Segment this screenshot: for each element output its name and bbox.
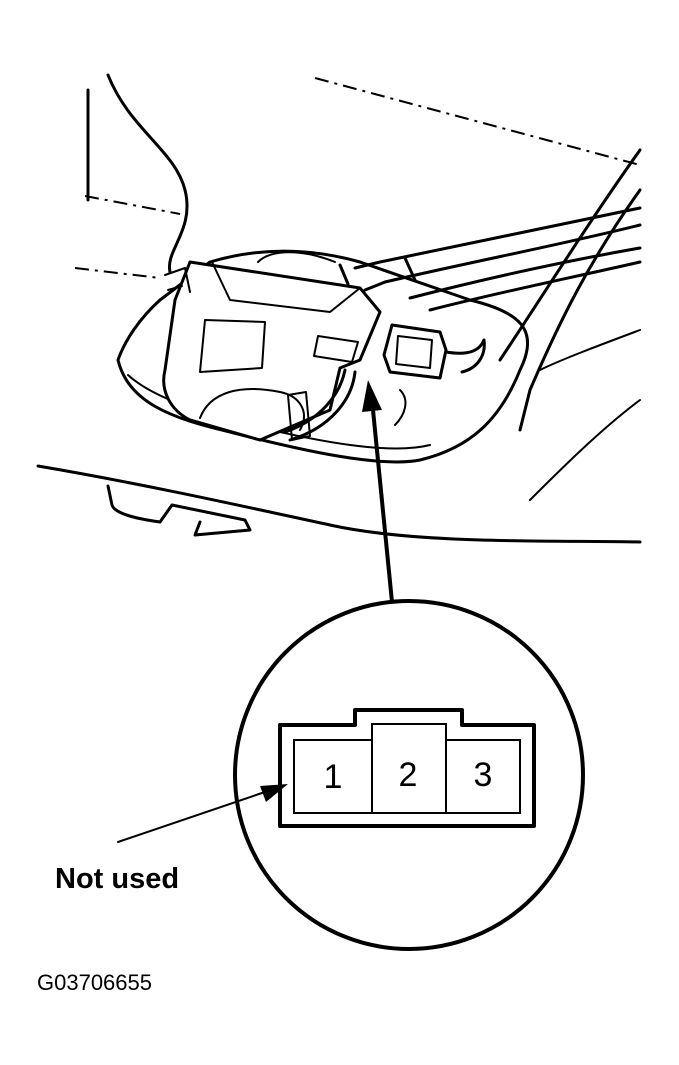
panel-contour: [106, 73, 189, 274]
dashed-line: [84, 195, 181, 215]
figure-code: G03706655: [37, 970, 152, 995]
dashed-line: [314, 77, 641, 166]
callout-arrow-head: [260, 784, 288, 802]
unit-tab: [313, 335, 359, 363]
pin-label-3: 3: [474, 756, 493, 794]
plug-wire: [444, 338, 486, 374]
pin-cell-3: [445, 739, 521, 814]
pin-label-1: 1: [324, 758, 343, 796]
magnified-view: 1 2 3: [233, 599, 585, 951]
panel-edge: [518, 188, 642, 432]
dashed-line: [74, 267, 161, 279]
plug-face: [395, 335, 433, 369]
panel-edge: [539, 329, 641, 371]
wire-harness: [408, 246, 642, 300]
control-unit: [162, 260, 382, 442]
wire-clip: [338, 256, 417, 286]
tray-bracket: [394, 389, 407, 426]
mounting-bracket: [106, 484, 252, 537]
wire-harness: [428, 260, 642, 312]
unit-edge: [211, 261, 361, 313]
callout-label: Not used: [55, 863, 179, 895]
panel-shelf: [36, 464, 642, 544]
vehicle-panel-illustration: [36, 73, 642, 544]
wire-harness: [363, 223, 642, 292]
location-arrow: [362, 380, 394, 604]
callout-leader: [117, 792, 263, 843]
wire-lead: [288, 370, 357, 442]
panel-edge: [498, 148, 642, 362]
not-used-callout: Not used: [55, 784, 288, 895]
connector-plug: [382, 323, 448, 380]
wire-lead: [283, 368, 347, 434]
arrow-shaft: [371, 408, 394, 604]
unit-face: [199, 319, 266, 373]
unit-clip: [164, 267, 191, 293]
unit-boss: [199, 388, 305, 431]
arrow-head: [362, 380, 382, 412]
wire-harness: [353, 206, 642, 270]
panel-edge: [529, 399, 641, 501]
unit-post: [287, 391, 311, 441]
unit-lid-edge: [257, 251, 336, 263]
pin-label-2: 2: [399, 756, 418, 794]
